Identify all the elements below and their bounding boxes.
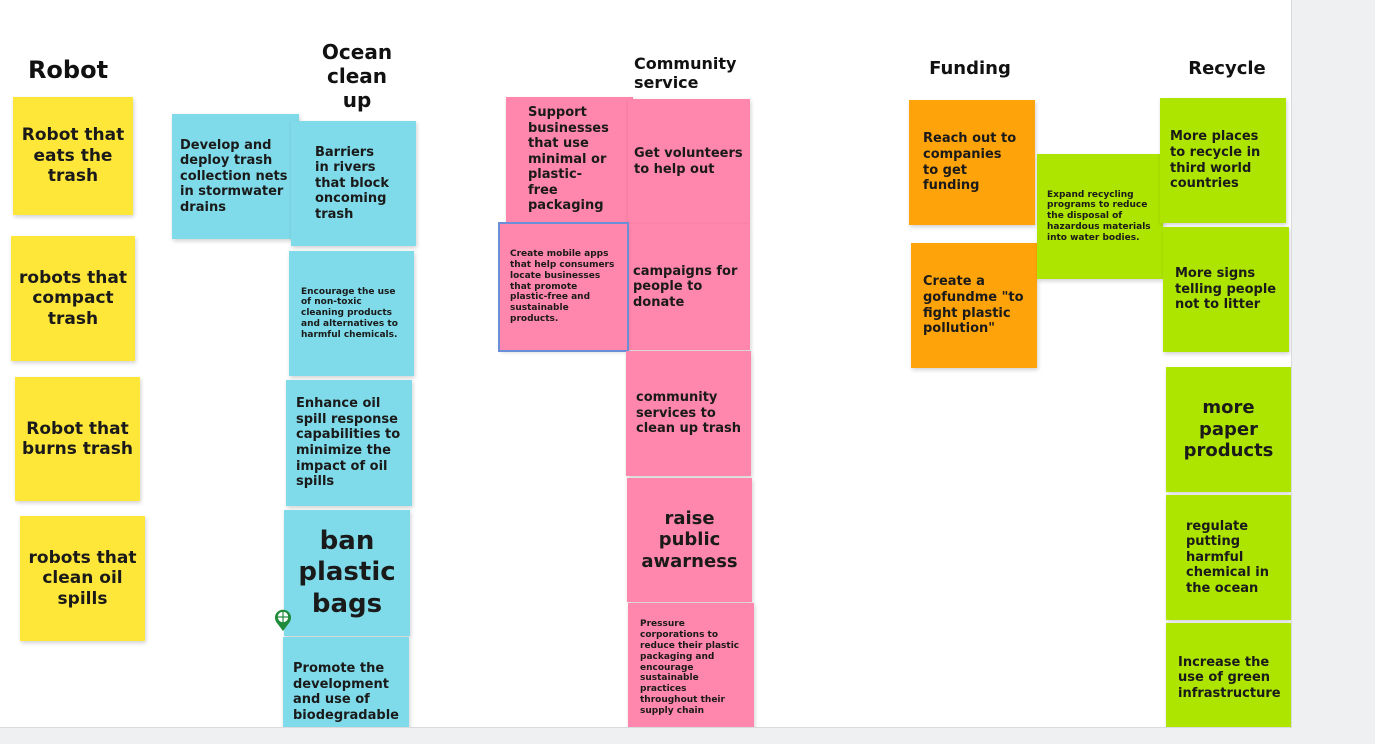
sticky-note-get-volunteers[interactable]: Get volunteers to help out	[628, 99, 750, 224]
heading-funding: Funding	[929, 58, 1011, 79]
sticky-note-gofundme[interactable]: Create a gofundme "to fight plastic poll…	[911, 243, 1037, 368]
sticky-note-expand-recycling[interactable]: Expand recycling programs to reduce the …	[1037, 154, 1163, 279]
sticky-note-biodegradable[interactable]: Promote the development and use of biode…	[283, 637, 409, 727]
sticky-note-more-signs[interactable]: More signs telling people not to litter	[1163, 227, 1289, 352]
heading-robot: Robot	[27, 56, 109, 84]
sticky-note-robots-compact-trash[interactable]: robots that compact trash	[11, 236, 135, 361]
sticky-note-trash-collection-nets[interactable]: Develop and deploy trash collection nets…	[172, 114, 299, 239]
sticky-note-regulate-harmful-chemical[interactable]: regulate putting harmful chemical in the…	[1166, 495, 1291, 620]
sticky-note-reach-out-companies[interactable]: Reach out to companies to get funding	[909, 100, 1035, 225]
sticky-note-more-paper-products[interactable]: more paper products	[1166, 367, 1291, 492]
sticky-note-river-barriers[interactable]: Barriers in rivers that block oncoming t…	[291, 121, 416, 246]
sticky-note-community-services[interactable]: community services to clean up trash	[626, 351, 751, 476]
sticky-note-raise-public-awareness[interactable]: raise public awarness	[627, 478, 752, 602]
heading-community-service: Community service	[634, 54, 737, 93]
sticky-note-campaigns-donate[interactable]: campaigns for people to donate	[627, 224, 750, 350]
sticky-note-oil-spill-response[interactable]: Enhance oil spill response capabilities …	[286, 380, 412, 506]
sticky-note-non-toxic-cleaning[interactable]: Encourage the use of non-toxic cleaning …	[289, 251, 414, 376]
sticky-note-ban-plastic-bags[interactable]: ban plastic bags	[284, 510, 410, 636]
crosshair-cursor-icon	[272, 606, 294, 632]
sticky-note-pressure-corporations[interactable]: Pressure corporations to reduce their pl…	[628, 603, 754, 727]
sticky-note-green-infrastructure[interactable]: Increase the use of green infrastructure	[1166, 623, 1291, 727]
heading-recycle: Recycle	[1188, 58, 1266, 79]
sticky-note-robots-clean-oil-spills[interactable]: robots that clean oil spills	[20, 516, 145, 641]
whiteboard-canvas[interactable]: Robot Ocean clean up Community service F…	[0, 0, 1292, 728]
sticky-note-robot-eats-trash[interactable]: Robot that eats the trash	[13, 97, 133, 215]
sticky-note-mobile-apps[interactable]: Create mobile apps that help consumers l…	[498, 222, 629, 352]
heading-ocean-clean-up: Ocean clean up	[321, 40, 393, 112]
sticky-note-more-recycle-places[interactable]: More places to recycle in third world co…	[1160, 98, 1286, 223]
sticky-note-robot-burns-trash[interactable]: Robot that burns trash	[15, 377, 140, 501]
sticky-note-support-businesses[interactable]: Support businesses that use minimal or p…	[506, 97, 633, 222]
